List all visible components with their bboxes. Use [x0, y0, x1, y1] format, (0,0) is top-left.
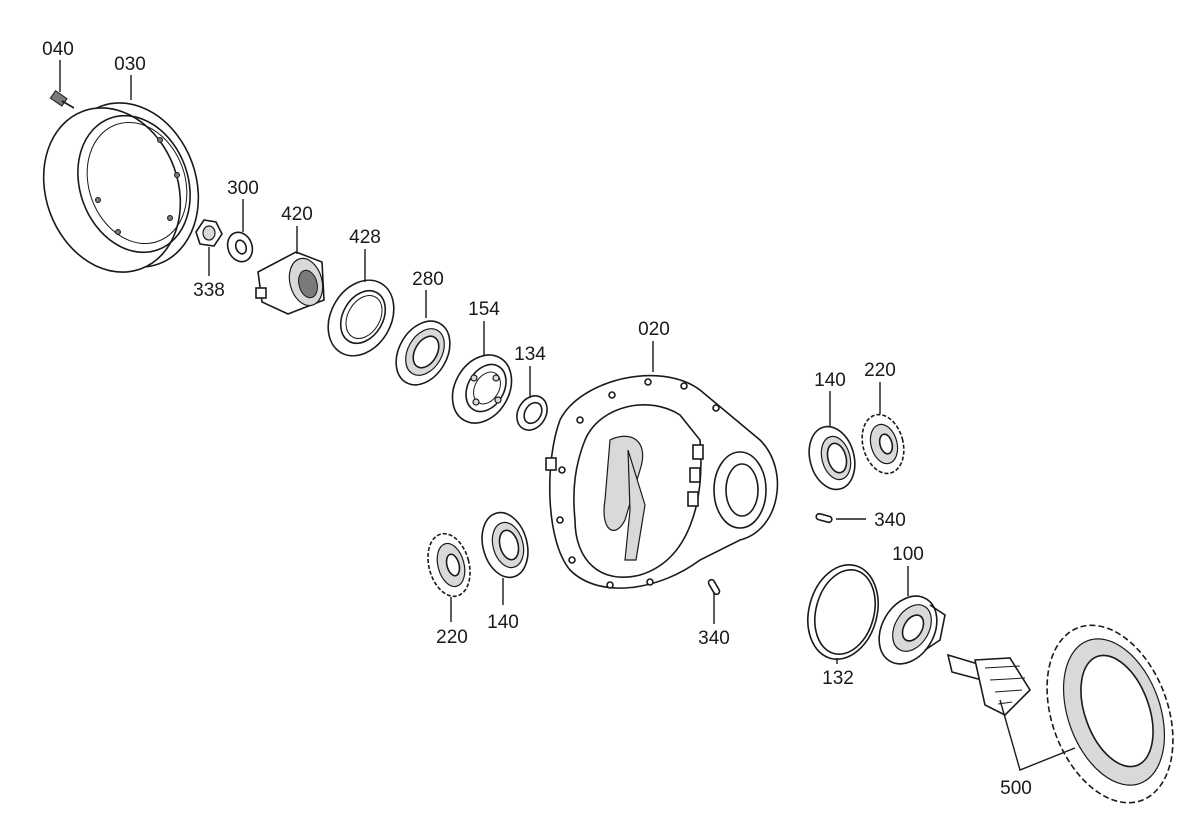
label-100: 100: [892, 544, 924, 565]
part-132-ring: [807, 564, 879, 660]
part-300-washer: [226, 231, 254, 263]
part-428-ring: [327, 279, 395, 357]
label-300: 300: [227, 178, 259, 199]
label-428: 428: [349, 227, 381, 248]
label-340-center: 340: [698, 628, 730, 649]
part-140-right-cup: [808, 425, 856, 491]
part-030-drum: [42, 102, 200, 273]
label-338: 338: [193, 280, 225, 301]
part-340-center-pin: [707, 578, 721, 596]
part-220-left-gear: [427, 532, 471, 598]
label-500: 500: [1000, 778, 1032, 799]
part-220-right-gear: [861, 413, 905, 475]
label-154: 154: [468, 299, 500, 320]
part-020-housing: [545, 374, 779, 589]
part-140-left-cup: [481, 511, 529, 579]
part-340-right-pin: [815, 512, 833, 524]
label-420: 420: [281, 204, 313, 225]
label-030: 030: [114, 54, 146, 75]
label-140-right: 140: [814, 370, 846, 391]
part-154-bearing: [451, 354, 513, 424]
part-500-gear-set: [946, 624, 1174, 804]
part-280-seal: [395, 320, 451, 386]
label-132: 132: [822, 668, 854, 689]
part-100-bearing: [878, 595, 946, 665]
part-420-flange: [255, 251, 325, 315]
label-220-left: 220: [436, 627, 468, 648]
label-280: 280: [412, 269, 444, 290]
label-134: 134: [514, 344, 546, 365]
label-140-left: 140: [487, 612, 519, 633]
leader-lines: [59, 60, 1076, 771]
label-020: 020: [638, 319, 670, 340]
part-040-bolt: [49, 90, 75, 109]
label-220-right: 220: [864, 360, 896, 381]
part-338-nut: [195, 219, 223, 247]
part-134-ring: [516, 395, 548, 431]
callout-labels: 040 030 300 420 338 428 280 154 134 020 …: [42, 39, 1032, 799]
label-340-right: 340: [874, 510, 906, 531]
label-040: 040: [42, 39, 74, 60]
